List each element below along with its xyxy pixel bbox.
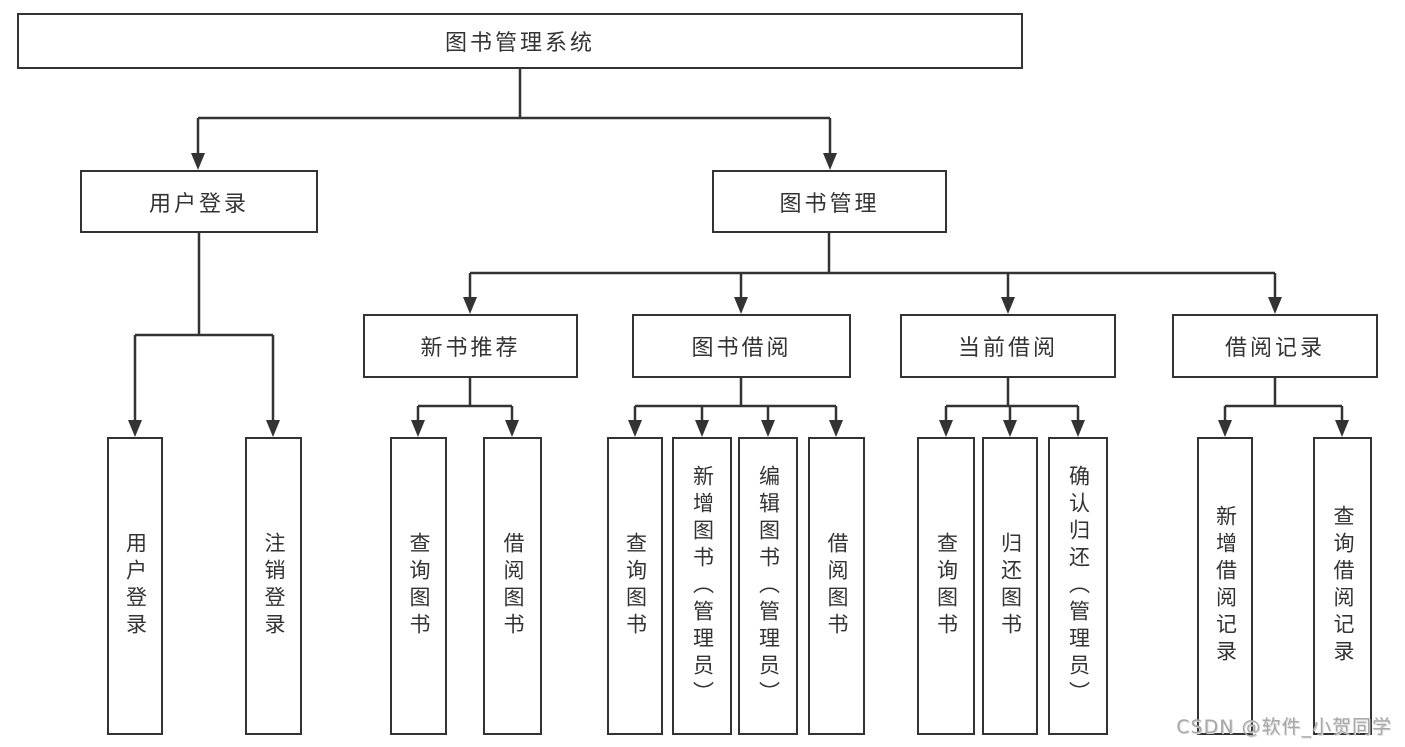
node-label: 注销登录: [262, 532, 287, 640]
node-leaf-borrow-books-2: 借阅图书: [808, 437, 865, 735]
node-label: 借阅图书: [501, 532, 526, 640]
arrowhead-down-icon: [939, 420, 953, 437]
node-label: 新增图书（管理员）: [690, 464, 715, 708]
arrowhead-down-icon: [823, 153, 837, 170]
arrowhead-down-icon: [463, 297, 477, 314]
arrowhead-down-icon: [628, 420, 642, 437]
node-label: 图书管理系统: [444, 31, 595, 56]
arrowhead-down-icon: [266, 420, 280, 437]
node-leaf-user-login: 用户登录: [107, 437, 163, 735]
edge-book-borrowing-to-children: [628, 378, 843, 437]
node-label: 查询借阅记录: [1331, 505, 1356, 667]
arrowhead-down-icon: [1268, 297, 1282, 314]
edge-new-book-recommendation-to-children: [411, 378, 519, 437]
arrowhead-down-icon: [191, 153, 205, 170]
node-leaf-return-books: 归还图书: [982, 437, 1038, 735]
arrowhead-down-icon: [128, 420, 142, 437]
edge-current-borrowing-to-children: [939, 378, 1085, 437]
arrowhead-down-icon: [1003, 420, 1017, 437]
node-label: 查询图书: [407, 532, 432, 640]
node-label: 编辑图书（管理员）: [756, 464, 781, 708]
node-book-management: 图书管理: [712, 170, 947, 233]
node-label: 查询图书: [623, 532, 648, 640]
arrowhead-down-icon: [734, 297, 748, 314]
arrowhead-down-icon: [1218, 420, 1232, 437]
node-label: 借阅图书: [825, 532, 850, 640]
node-leaf-add-borrow-record: 新增借阅记录: [1197, 437, 1253, 735]
node-label: 归还图书: [998, 532, 1023, 640]
arrowhead-down-icon: [1335, 420, 1349, 437]
node-label: 查询图书: [934, 532, 959, 640]
node-leaf-query-books-3: 查询图书: [917, 437, 975, 735]
node-label: 借阅记录: [1224, 336, 1325, 361]
node-leaf-edit-book-admin: 编辑图书（管理员）: [738, 437, 798, 735]
node-leaf-logout: 注销登录: [245, 437, 302, 735]
node-leaf-query-books-2: 查询图书: [607, 437, 663, 735]
node-borrowing-records: 借阅记录: [1172, 314, 1378, 378]
edge-root-to-level1: [191, 69, 837, 170]
node-leaf-add-book-admin: 新增图书（管理员）: [672, 437, 732, 735]
node-library-management-system: 图书管理系统: [17, 13, 1023, 69]
node-current-borrowing: 当前借阅: [900, 314, 1116, 378]
node-leaf-query-borrow-record: 查询借阅记录: [1313, 437, 1372, 735]
arrowhead-down-icon: [695, 420, 709, 437]
node-label: 用户登录: [123, 532, 148, 640]
arrowhead-down-icon: [761, 420, 775, 437]
node-leaf-confirm-return-admin: 确认归还（管理员）: [1048, 437, 1108, 735]
arrowhead-down-icon: [1001, 297, 1015, 314]
node-user-login: 用户登录: [80, 170, 318, 233]
node-label: 当前借阅: [957, 336, 1058, 361]
arrowhead-down-icon: [411, 420, 425, 437]
node-label: 图书借阅: [691, 336, 792, 361]
node-leaf-query-books-1: 查询图书: [390, 437, 447, 735]
node-new-book-recommendation: 新书推荐: [363, 314, 578, 378]
node-label: 图书管理: [779, 191, 880, 217]
arrowhead-down-icon: [505, 420, 519, 437]
arrowhead-down-icon: [1071, 420, 1085, 437]
edge-book-management-to-level2: [463, 233, 1282, 314]
node-book-borrowing: 图书借阅: [632, 314, 851, 378]
node-label: 用户登录: [148, 191, 249, 217]
node-label: 新书推荐: [420, 336, 521, 361]
node-label: 确认归还（管理员）: [1066, 464, 1091, 708]
arrowhead-down-icon: [829, 420, 843, 437]
node-leaf-borrow-books-1: 借阅图书: [483, 437, 542, 735]
node-label: 新增借阅记录: [1213, 505, 1238, 667]
edge-borrowing-records-to-children: [1218, 378, 1349, 437]
csdn-watermark: CSDN @软件_小贺同学: [1176, 716, 1392, 738]
edge-user-login-to-children: [128, 233, 280, 437]
